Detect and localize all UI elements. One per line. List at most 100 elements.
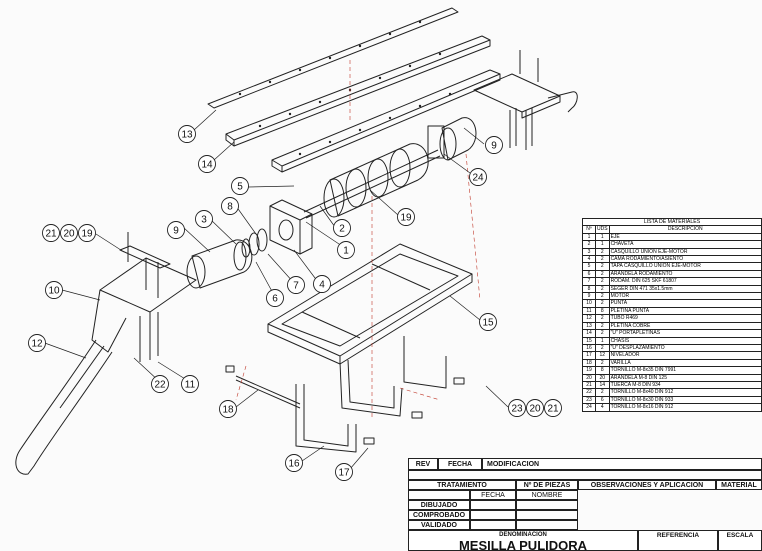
bom-cell-units: 2 <box>595 358 610 368</box>
bom-cell-units: 1 <box>595 336 610 345</box>
polishing-shaft <box>303 149 441 219</box>
bom-caption: LISTA DE MATERIALES <box>582 217 762 227</box>
balloon-circle <box>287 276 305 294</box>
balloon-circle <box>151 375 169 393</box>
bom-cell-number: 7 <box>582 277 596 286</box>
u-strip-holder-upper <box>225 35 491 147</box>
bom-cell-units: 12 <box>595 351 610 360</box>
bom-cell-number: 14 <box>582 329 596 338</box>
bom-cell-number: 12 <box>582 314 596 323</box>
bom-cell-number: 5 <box>582 262 596 271</box>
revision-row <box>408 470 762 480</box>
bom-cell-description: EJE <box>608 232 762 242</box>
balloon-number: 13 <box>181 130 193 141</box>
balloon-17: 17 <box>335 463 353 481</box>
bom-cell-units: 20 <box>595 373 610 382</box>
bom-cell-description: TORNILLO M-8x30 DIN 933 <box>608 395 762 405</box>
bom-cell-units: 2 <box>595 255 610 264</box>
empty-cell <box>408 490 470 500</box>
balloon-5: 5 <box>231 177 249 195</box>
balloon-circle <box>485 136 503 154</box>
balloon-circle <box>221 197 239 215</box>
balloon-circle <box>508 399 526 417</box>
bom-cell-number: 15 <box>582 336 596 345</box>
bom-cell-description: TUERCA M-8 DIN 934 <box>608 380 762 390</box>
bom-cell-units: 2 <box>595 247 610 257</box>
bom-cell-units: 2 <box>595 269 610 279</box>
balloon-circle <box>60 224 78 242</box>
drawing-title: MESILLA PULIDORA <box>458 538 588 551</box>
escala-label: ESCALA <box>718 530 762 551</box>
balloon-circle <box>45 281 63 299</box>
balloon-number: 11 <box>185 380 196 391</box>
balloon-24: 24 <box>469 168 487 186</box>
bom-cell-number: 8 <box>582 284 596 294</box>
bom-cell-number: 1 <box>582 232 596 242</box>
balloon-3: 3 <box>195 210 213 228</box>
bom-cell-units: 1 <box>595 232 610 242</box>
balloon-number: 2 <box>339 224 345 235</box>
rear-motor <box>427 117 477 161</box>
bom-cell-description: MOTOR <box>608 292 762 301</box>
balloon-number: 9 <box>491 141 497 152</box>
dibujado-nombre <box>516 500 578 510</box>
balloon-19b: 19 <box>78 224 96 242</box>
balloon-6: 6 <box>266 289 284 307</box>
balloon-16: 16 <box>285 454 303 472</box>
balloon-number: 21 <box>45 229 57 240</box>
num-piezas-label: Nº DE PIEZAS <box>516 480 578 490</box>
bom-cell-units: 14 <box>595 380 610 390</box>
u-displacement-front <box>295 384 357 453</box>
comprobado-nombre <box>516 510 578 520</box>
bom-cell-units: 2 <box>595 314 610 323</box>
bom-cell-units: 2 <box>595 277 610 286</box>
denominacion-cell: DENOMINACION MESILLA PULIDORA <box>408 530 638 551</box>
bom-cell-number: 17 <box>582 351 596 360</box>
dibujado-fecha <box>470 500 516 510</box>
bom-cell-units: 6 <box>595 395 610 405</box>
balloon-number: 12 <box>31 339 43 350</box>
balloon-1: 1 <box>337 241 355 259</box>
balloon-number: 10 <box>48 286 60 297</box>
balloon-number: 24 <box>472 173 484 184</box>
title-block: REV FECHA MODIFICACION TRATAMIENTO Nº DE… <box>408 458 762 551</box>
modificacion-label: MODIFICACION <box>482 458 762 470</box>
bom-cell-number: 18 <box>582 358 596 368</box>
bom-cell-description: "U" PORTAPLETINAS <box>608 329 762 338</box>
bom-cell-units: 2 <box>595 292 610 301</box>
bom-header-units: UDS <box>595 225 610 234</box>
balloon-circle <box>397 208 415 226</box>
u-strip-holder-lower <box>271 69 501 173</box>
bom-cell-description: ARANDELA M-8 DIN 125 <box>608 373 762 382</box>
bom-cell-number: 20 <box>582 373 596 382</box>
balloon-4: 4 <box>313 275 331 293</box>
balloon-10: 10 <box>45 281 63 299</box>
balloon-14: 14 <box>198 155 216 173</box>
balloon-21b: 21 <box>544 399 562 417</box>
dibujado-label: DIBUJADO <box>408 500 470 510</box>
bom-cell-number: 16 <box>582 343 596 353</box>
validado-nombre <box>516 520 578 530</box>
bom-cell-description: SEGER DIN 471 35x1.5mm <box>608 284 762 294</box>
balloon-number: 20 <box>63 229 75 240</box>
bom-cell-description: PLETINA COBRE <box>608 321 762 331</box>
bom-cell-description: RODAM. DIN 625 SKF 61807 <box>608 277 762 286</box>
